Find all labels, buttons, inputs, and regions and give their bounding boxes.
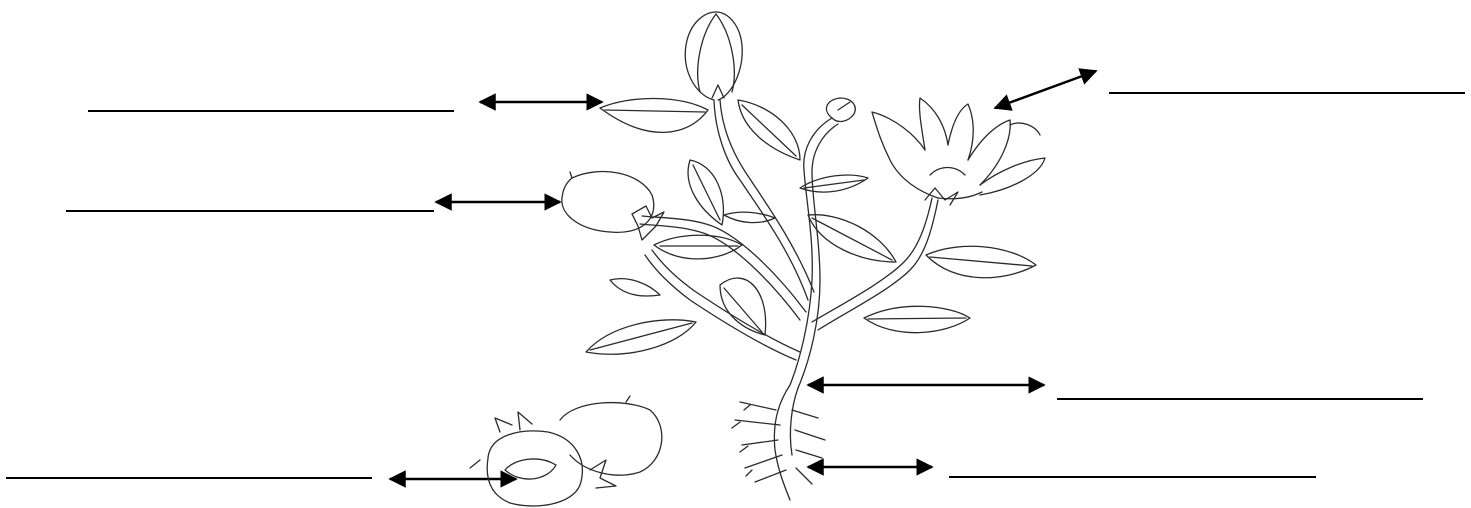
open-flower	[872, 98, 1045, 205]
flower-bud	[685, 12, 742, 100]
plant-roots	[732, 385, 825, 500]
pointer-arrow-flower	[995, 71, 1096, 108]
fruit	[562, 172, 664, 240]
plant-leaves	[586, 98, 1036, 354]
small-bud	[826, 98, 855, 121]
seed-fruits	[470, 396, 662, 506]
plant-stem	[640, 100, 938, 388]
